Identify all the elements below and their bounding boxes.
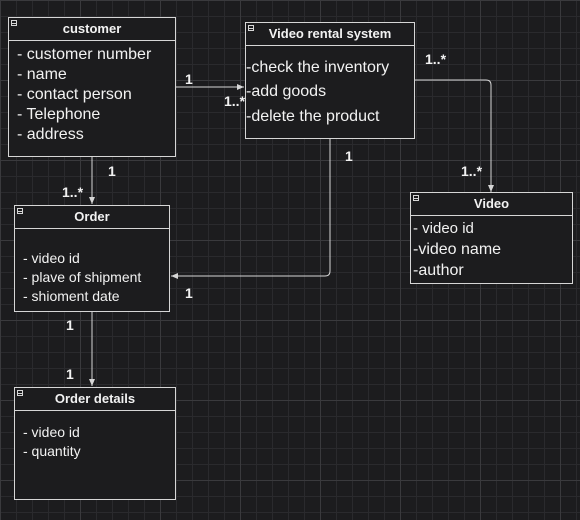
order-class-header: Order (15, 206, 169, 229)
attribute: - contact person (17, 86, 132, 103)
edge-rental-video (414, 79, 494, 192)
attribute: - address (17, 126, 84, 143)
method: -add goods (246, 83, 327, 100)
multiplicity-label: 1..* (224, 93, 246, 109)
order-details-class-header: Order details (15, 388, 175, 411)
class-title: Order (74, 209, 110, 224)
multiplicity-label: 1 (185, 285, 193, 301)
order-class[interactable]: Order - video id - plave of shipment - s… (14, 205, 170, 312)
collapse-icon[interactable] (17, 208, 23, 214)
attribute: - shioment date (23, 288, 120, 304)
multiplicity-label: 1 (66, 317, 74, 333)
video-rental-system-class-header: Video rental system (246, 23, 414, 46)
multiplicity-label: 1..* (461, 163, 483, 179)
attribute: - video id (413, 220, 474, 237)
attribute-list: - video id - plave of shipment - shiomen… (15, 229, 169, 306)
attribute: -author (413, 262, 464, 279)
attribute: -video name (413, 241, 502, 258)
attribute: - name (17, 66, 67, 83)
class-title: Video rental system (268, 26, 392, 41)
collapse-icon[interactable] (11, 20, 17, 26)
collapse-icon[interactable] (413, 195, 419, 201)
attribute-list: - customer number - name - contact perso… (9, 41, 175, 145)
attribute: - customer number (17, 46, 152, 63)
multiplicity-label: 1..* (62, 184, 84, 200)
collapse-icon[interactable] (17, 390, 23, 396)
video-class[interactable]: Video - video id -video name -author (410, 192, 573, 284)
attribute: - quantity (23, 443, 81, 459)
video-rental-system-class[interactable]: Video rental system -check the inventory… (245, 22, 415, 139)
method: -check the inventory (246, 59, 390, 76)
multiplicity-label: 1..* (425, 51, 447, 67)
collapse-icon[interactable] (248, 25, 254, 31)
method: -delete the product (246, 108, 380, 125)
multiplicity-label: 1 (108, 163, 116, 179)
customer-class-header: customer (9, 18, 175, 41)
order-details-class[interactable]: Order details - video id - quantity (14, 387, 176, 500)
attribute-list: - video id - quantity (15, 411, 175, 461)
multiplicity-label: 1 (66, 366, 74, 382)
video-class-header: Video (411, 193, 572, 216)
attribute: - video id (23, 424, 80, 440)
edge-rental-order (171, 138, 331, 279)
attribute: - video id (23, 250, 80, 266)
multiplicity-label: 1 (185, 71, 193, 87)
attribute-list: - video id -video name -author (411, 216, 572, 281)
attribute: - plave of shipment (23, 269, 142, 285)
class-title: customer (62, 21, 122, 36)
class-title: Video (473, 196, 510, 211)
attribute: - Telephone (17, 106, 101, 123)
class-title: Order details (54, 391, 136, 406)
method-list: -check the inventory -add goods -delete … (246, 46, 414, 130)
multiplicity-label: 1 (345, 148, 353, 164)
customer-class[interactable]: customer - customer number - name - cont… (8, 17, 176, 157)
